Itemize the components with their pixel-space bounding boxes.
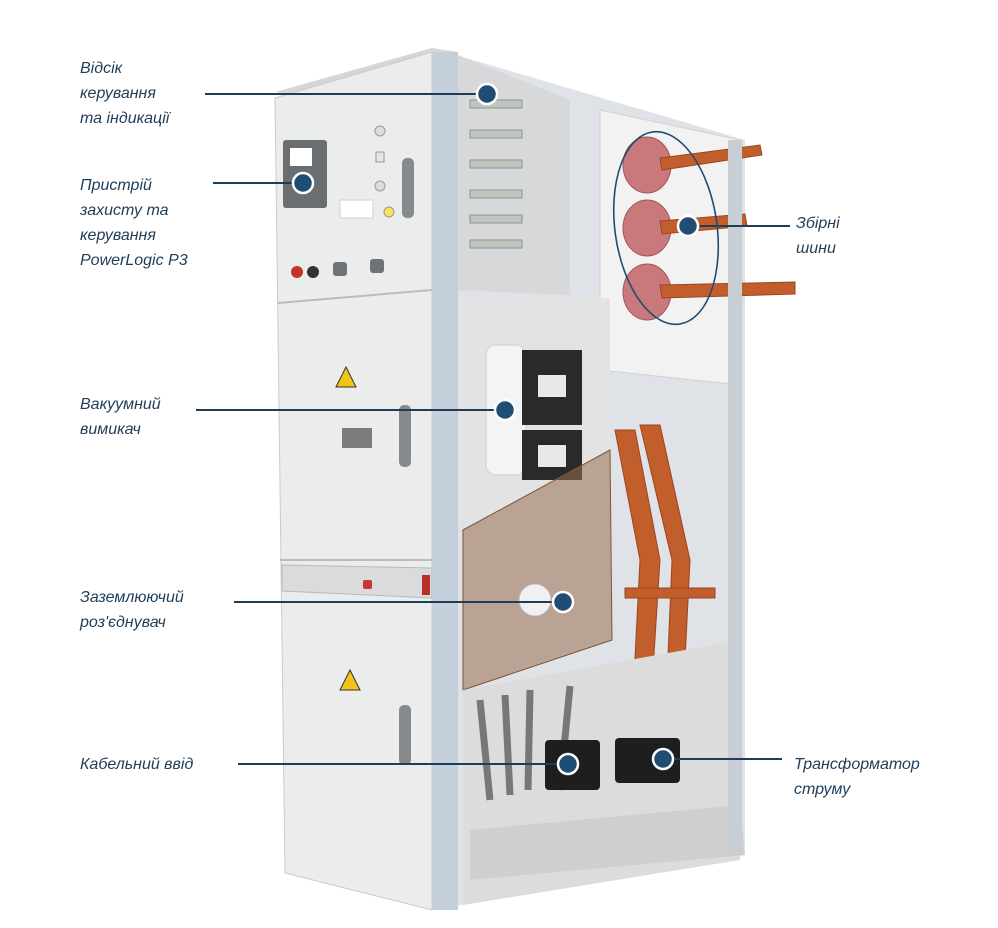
indicator-lamps [339,125,395,219]
door-seam-upper [277,289,433,304]
callout-dot-icon [556,752,580,776]
label-line: Кабельний ввід [80,756,194,773]
middle-door-handle [399,405,411,467]
label-vacuum-breaker: Вакуумний вимикач [80,392,161,442]
label-line: керування [80,227,156,244]
label-protection-relay: Пристрій захисту та керування PowerLogic… [80,173,188,273]
label-line: вимикач [80,421,141,438]
callout-dot-icon [676,214,700,238]
callout-markers [291,82,700,776]
earthing-bar-red-button [363,580,372,589]
cable-floor-plate [470,805,745,880]
label-line: Відсік [80,60,123,77]
label-line: Пристрій [80,177,152,194]
breaker-viewing-window [342,428,372,448]
busbar-insulators [622,136,672,321]
label-line: Збірні [796,215,840,232]
label-line: керування [80,85,156,102]
label-line: PowerLogic P3 [80,252,188,269]
label-line: Заземлюючий [80,589,184,606]
lower-insulator-rod [624,587,716,599]
label-busbars: Збірні шини [796,211,840,261]
switchgear-cabinet [274,48,796,911]
callout-dot-icon [651,747,675,771]
lower-door-handle [399,705,411,765]
busbar-highlight-outline [612,130,720,326]
callout-dot-icon [493,398,517,422]
label-earthing-switch: Заземлюючий роз'єднувач [80,585,184,635]
callout-dot-icon [551,590,575,614]
earthing-bar-red-tab [422,575,430,595]
label-line: захисту та [80,202,169,219]
right-frame-post [728,140,742,855]
label-line: Вакуумний [80,396,161,413]
label-line: шини [796,240,836,257]
label-line: та індикації [80,110,170,127]
label-control-compartment: Відсік керування та індикації [80,56,169,131]
terminal-blocks [469,99,523,249]
high-voltage-warning-icon [339,668,361,691]
callout-dot-icon [291,171,315,195]
front-frame-post [432,52,458,910]
label-current-transformer: Трансформатор струму [794,752,920,802]
callout-dot-icon [475,82,499,106]
upper-door-handle [402,158,414,218]
control-compartment-interior [458,55,570,295]
label-line: струму [794,781,851,798]
leader-lines [196,93,790,765]
label-line: роз'єднувач [80,614,166,631]
label-line: Трансформатор [794,756,920,773]
control-buttons [291,259,384,278]
label-cable-entry: Кабельний ввід [80,752,193,777]
earthing-switch-shield [462,449,613,691]
high-voltage-warning-icon [335,365,357,388]
earthing-switch-contact [518,583,552,617]
